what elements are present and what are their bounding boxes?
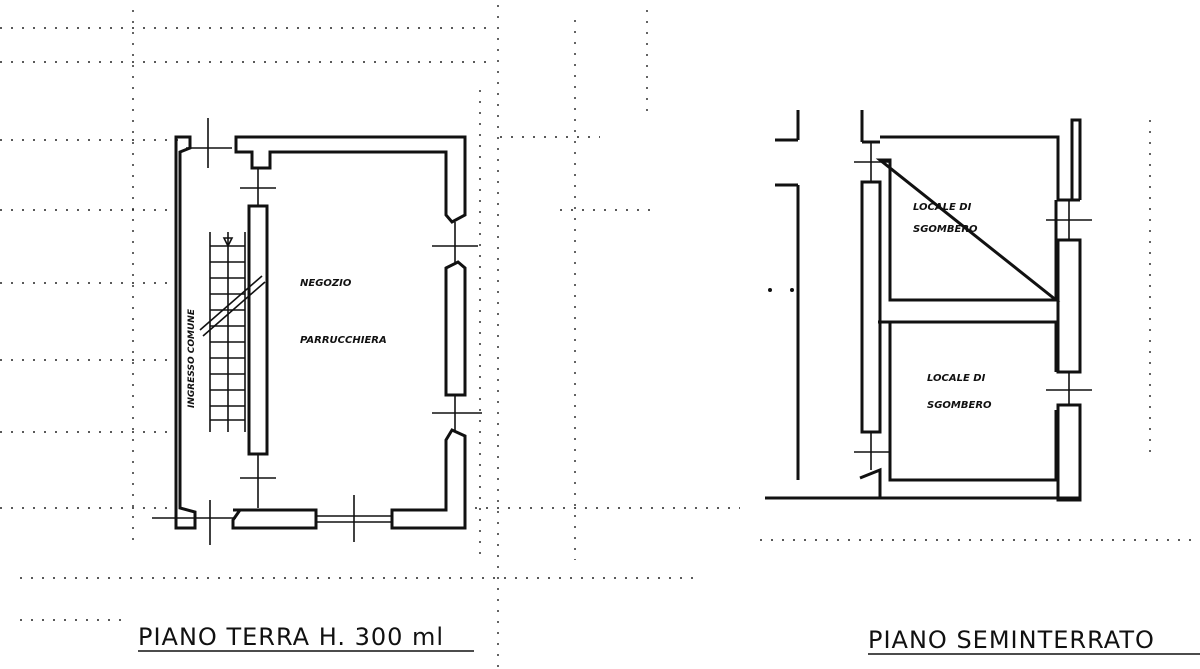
ground-floor-plan: NEGOZIO PARRUCCHIERA INGRESSO COMUNE PIA…: [138, 118, 482, 652]
basement-plan: LOCALE DI SGOMBERO LOCALE DI SGOMBERO PI…: [765, 110, 1200, 655]
ground-bottom-wall: [231, 508, 318, 530]
ground-shop-use: PARRUCCHIERA: [300, 335, 387, 346]
ground-right-wall-lower: [390, 428, 467, 530]
basement-room-1: [875, 118, 1082, 302]
ground-right-wall-upper: [444, 260, 467, 397]
ground-entrance-label: INGRESSO COMUNE: [187, 308, 197, 408]
construction-grid: [0, 5, 1195, 669]
basement-room-2: [878, 320, 1058, 482]
basement-room1-label-2: SGOMBERO: [913, 224, 978, 235]
ground-top-wall: [234, 135, 467, 224]
ground-shop-name: NEGOZIO: [300, 278, 352, 289]
basement-title: PIANO SEMINTERRATO: [868, 626, 1155, 654]
staircase: [199, 232, 266, 432]
basement-room2-label-1: LOCALE DI: [927, 373, 986, 384]
basement-room1-label-1: LOCALE DI: [913, 202, 972, 213]
basement-door-markers: [854, 142, 1092, 470]
ground-central-partition: [247, 204, 269, 456]
basement-right-wall-1: [1056, 238, 1082, 374]
ground-floor-title: PIANO TERRA H. 300 ml: [138, 623, 444, 651]
basement-room2-label-2: SGOMBERO: [927, 400, 992, 411]
ground-door-markers: [152, 118, 482, 545]
basement-partition: [860, 180, 882, 434]
basement-right-wall-2: [1056, 403, 1082, 502]
ground-left-wall: [174, 135, 197, 530]
